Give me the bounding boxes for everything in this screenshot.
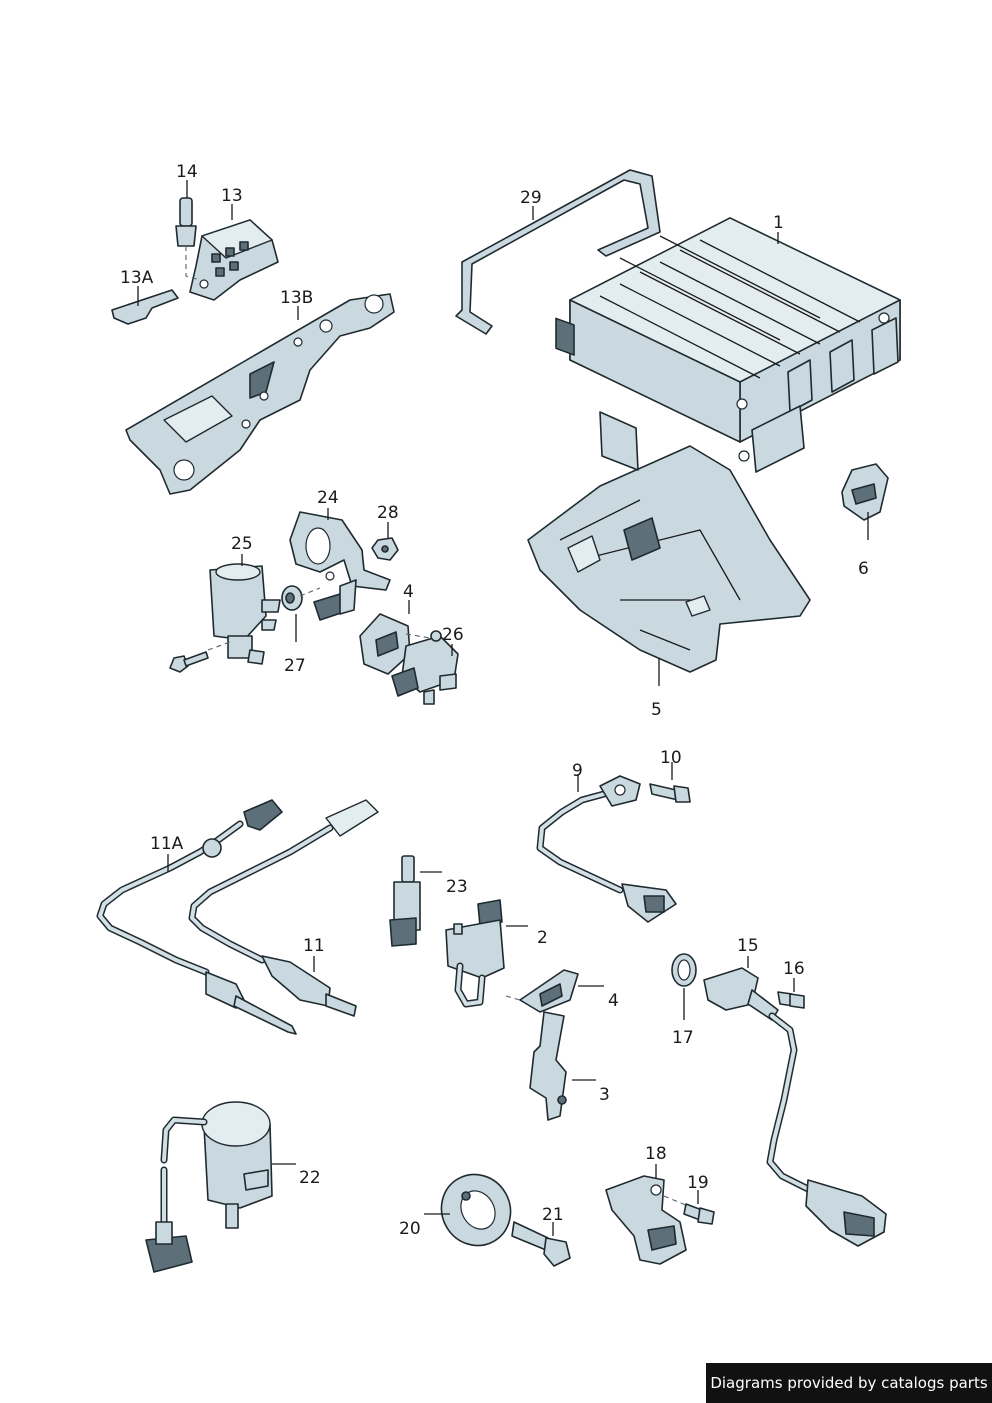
part-9-knock-sensor (536, 775, 677, 923)
callout-9: 9 (572, 761, 583, 781)
callout-10: 10 (660, 748, 682, 768)
callout-11a: 11A (150, 834, 184, 854)
part-3-bracket (529, 1011, 567, 1121)
footer-text: Diagrams provided by catalogs parts (710, 1374, 988, 1392)
part-24-bracket (289, 511, 391, 591)
callout-4-lower: 4 (608, 991, 619, 1011)
part-10-bolt (649, 783, 691, 803)
part-20-ring (440, 1173, 512, 1247)
part-4-holder-lower (505, 969, 579, 1013)
callout-21: 21 (542, 1205, 564, 1225)
callout-4-upper: 4 (403, 582, 414, 602)
part-27-mount (281, 585, 321, 611)
callout-19: 19 (687, 1173, 709, 1193)
callout-13b: 13B (280, 288, 313, 308)
callout-17: 17 (672, 1028, 694, 1048)
callout-24: 24 (317, 488, 339, 508)
part-11a-sensor (96, 799, 297, 1035)
callout-1: 1 (773, 213, 784, 233)
part-2-valve (445, 899, 505, 1008)
part-16-bolt (777, 991, 805, 1009)
callout-6: 6 (858, 559, 869, 579)
callout-2: 2 (537, 928, 548, 948)
part-1-control-unit (555, 217, 901, 473)
part-5-mounting-plate (527, 411, 811, 673)
callout-18: 18 (645, 1144, 667, 1164)
part-21-bolt (511, 1221, 571, 1267)
part-14-pin (175, 197, 201, 281)
part-15-sensor (703, 967, 887, 1247)
callout-16: 16 (783, 959, 805, 979)
part-13-relay-holder (189, 219, 279, 301)
part-28-nut (371, 537, 399, 561)
part-22-pump (145, 1101, 273, 1273)
callout-3: 3 (599, 1085, 610, 1105)
callout-26: 26 (442, 625, 464, 645)
callout-28: 28 (377, 503, 399, 523)
part-29-bracket (455, 169, 661, 335)
callout-15: 15 (737, 936, 759, 956)
callout-11: 11 (303, 936, 325, 956)
callout-29: 29 (520, 188, 542, 208)
callout-20: 20 (399, 1219, 421, 1239)
part-25-bolt (169, 651, 209, 673)
callout-25: 25 (231, 534, 253, 554)
part-18-sensor (605, 1175, 687, 1265)
footer-banner: Diagrams provided by catalogs parts (706, 1363, 992, 1403)
part-24-clip (313, 579, 357, 621)
callout-13: 13 (221, 186, 243, 206)
part-17-seal-ring (671, 953, 697, 987)
callout-23: 23 (446, 877, 468, 897)
part-26-valve (391, 630, 459, 705)
part-6-clip (841, 463, 889, 521)
part-4-holder-upper (359, 613, 431, 675)
part-23-switch (389, 855, 421, 947)
callout-27: 27 (284, 656, 306, 676)
callout-5: 5 (651, 700, 662, 720)
part-11-sensor (188, 799, 379, 1017)
part-13b-plate (125, 293, 395, 495)
callout-22: 22 (299, 1168, 321, 1188)
callout-labels: 14 13 13A 13B 29 1 6 5 24 28 25 4 26 27 … (120, 162, 869, 1239)
part-19-bolt (663, 1195, 715, 1225)
part-13a-strip (111, 289, 179, 325)
callout-13a: 13A (120, 268, 154, 288)
callout-14: 14 (176, 162, 198, 182)
leader-lines (137, 180, 869, 1236)
part-25-valve (207, 563, 281, 665)
